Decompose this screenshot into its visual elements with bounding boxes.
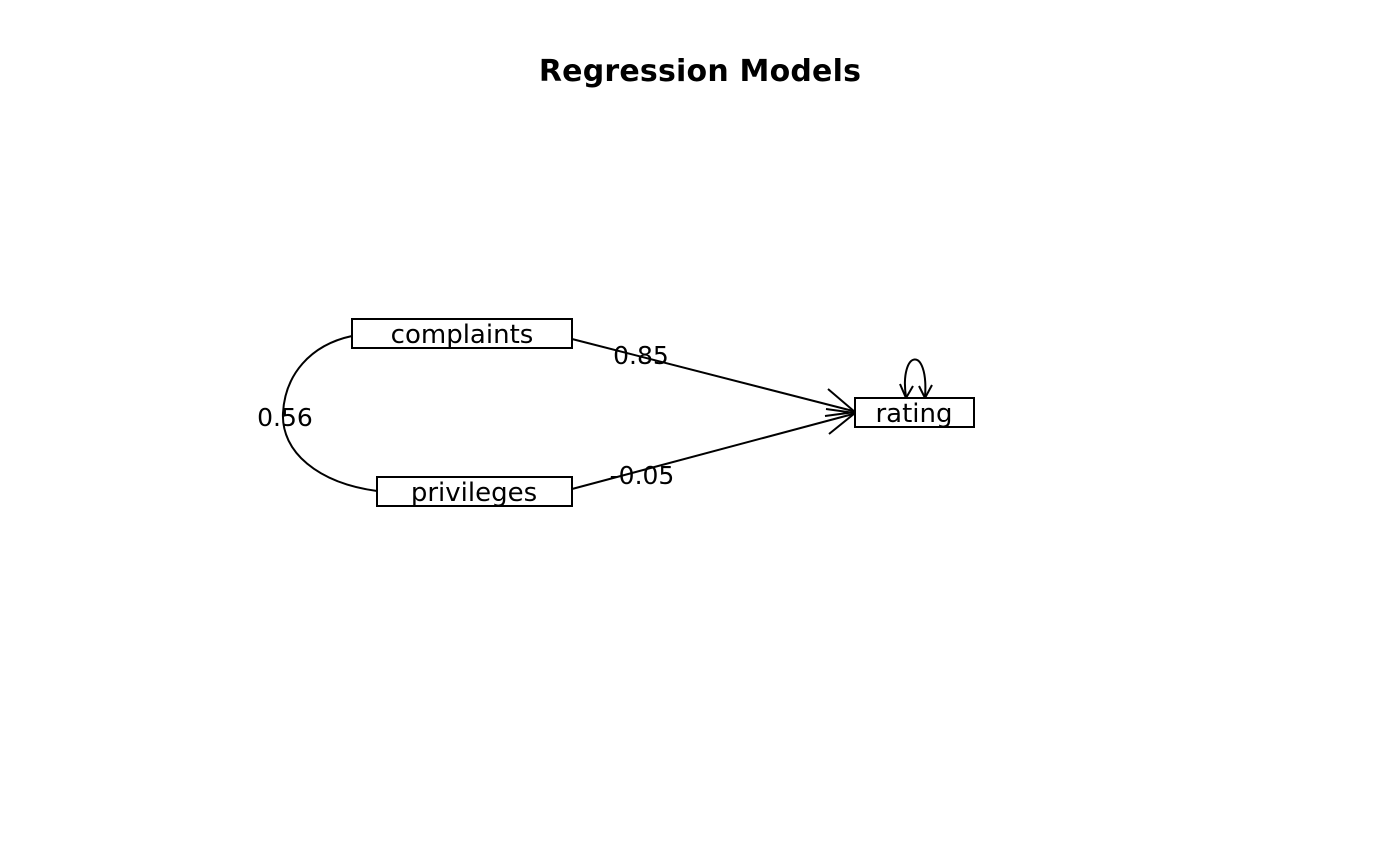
node-privileges-label: privileges [411, 478, 537, 508]
edge-complaints-privileges-path [281, 335, 378, 492]
page-title: Regression Models [538, 54, 862, 89]
edge-label-complaints-privileges: 0.56 [257, 403, 313, 432]
node-complaints-label: complaints [391, 320, 534, 350]
node-complaints-box[interactable] [351, 318, 573, 349]
node-complaints[interactable]: complaints [351, 318, 573, 350]
edge-privileges-rating-path [571, 413, 854, 490]
node-rating-label: rating [875, 399, 952, 429]
edge-rating-self-loop-path [903, 358, 927, 398]
edge-rating-self-loop [899, 358, 933, 401]
node-rating-box[interactable] [854, 397, 975, 428]
edge-complaints-privileges [281, 335, 378, 492]
node-privileges-box[interactable] [376, 476, 573, 507]
edge-label-privileges-rating: -0.05 [610, 461, 675, 490]
edge-complaints-rating-path [571, 338, 854, 412]
edge-privileges-rating-arrowhead [825, 408, 858, 435]
node-privileges[interactable]: privileges [376, 476, 573, 508]
node-rating[interactable]: rating [854, 397, 975, 429]
edge-rating-self-loop-arrowhead-left [899, 383, 914, 401]
edge-label-complaints-rating: 0.85 [613, 341, 669, 370]
